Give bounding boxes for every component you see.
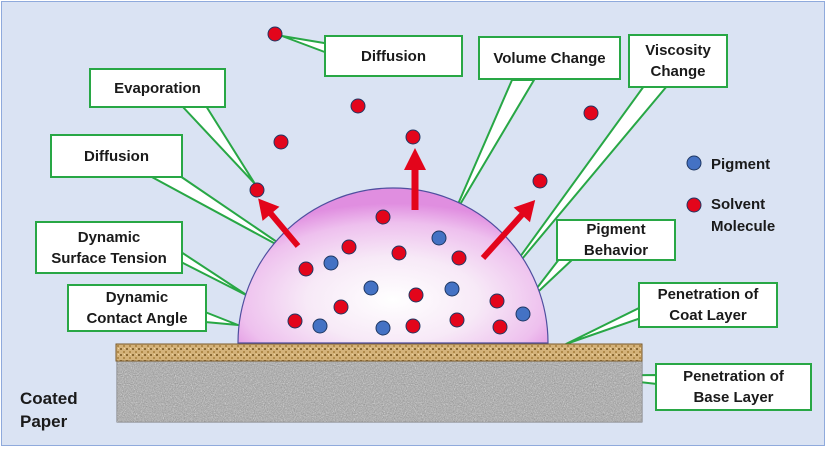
solvent-molecule [583, 105, 599, 121]
pointer-coat-layer [565, 306, 642, 345]
pigment-particles [312, 155, 702, 336]
solvent-molecule [298, 261, 314, 277]
solvent-molecule [287, 313, 303, 329]
solvent-molecule [375, 209, 391, 225]
callout-evaporation: Evaporation [89, 68, 226, 108]
legend-pigment-dot [686, 155, 702, 171]
pigment-particle [363, 280, 379, 296]
callout-penetration-coat-layer: Penetration of Coat Layer [638, 282, 778, 328]
solvent-molecule [451, 250, 467, 266]
pigment-particle [375, 320, 391, 336]
base-layer [116, 360, 643, 423]
pigment-particle [312, 318, 328, 334]
callout-viscosity-change: Viscosity Change [628, 34, 728, 88]
arrow-up-right [480, 200, 536, 261]
solvent-molecules [249, 26, 702, 335]
legend-solvent-label: Solvent Molecule [711, 196, 776, 235]
coated-paper-label: Coated Paper [20, 389, 78, 431]
arrow-up [404, 148, 426, 210]
callout-dynamic-surface-tension: Dynamic Surface Tension [35, 221, 183, 274]
callout-diffusion-left: Diffusion [50, 134, 183, 178]
solvent-molecule [449, 312, 465, 328]
pigment-particle [323, 255, 339, 271]
solvent-molecule [267, 26, 283, 42]
pigment-particle [444, 281, 460, 297]
pointer-contact-angle [204, 311, 239, 326]
pigment-particle [515, 306, 531, 322]
solvent-molecule [405, 129, 421, 145]
pointer-evaporation [181, 105, 256, 185]
ink-droplet [237, 187, 549, 344]
solvent-molecule [350, 98, 366, 114]
solvent-molecule [249, 182, 265, 198]
solvent-molecule [408, 287, 424, 303]
legend-solvent-dot [686, 197, 702, 213]
solvent-molecule [532, 173, 548, 189]
legend-pigment-label: Pigment [711, 156, 771, 173]
callout-pigment-behavior: Pigment Behavior [556, 219, 676, 261]
pointer-volume-change [451, 79, 535, 219]
arrow-up-left [258, 198, 301, 248]
solvent-molecule [273, 134, 289, 150]
solvent-molecule [391, 245, 407, 261]
solvent-molecule [489, 293, 505, 309]
solvent-molecule [492, 319, 508, 335]
pigment-particle [431, 230, 447, 246]
callout-penetration-base-layer: Penetration of Base Layer [655, 363, 812, 411]
evaporation-arrows [258, 148, 536, 261]
coat-layer [115, 343, 643, 362]
callout-dynamic-contact-angle: Dynamic Contact Angle [67, 284, 207, 332]
callout-volume-change: Volume Change [478, 36, 621, 80]
solvent-molecule [405, 318, 421, 334]
solvent-molecule [341, 239, 357, 255]
solvent-molecule [333, 299, 349, 315]
callout-diffusion-top: Diffusion [324, 35, 463, 77]
pointer-diffusion-top [281, 35, 331, 55]
